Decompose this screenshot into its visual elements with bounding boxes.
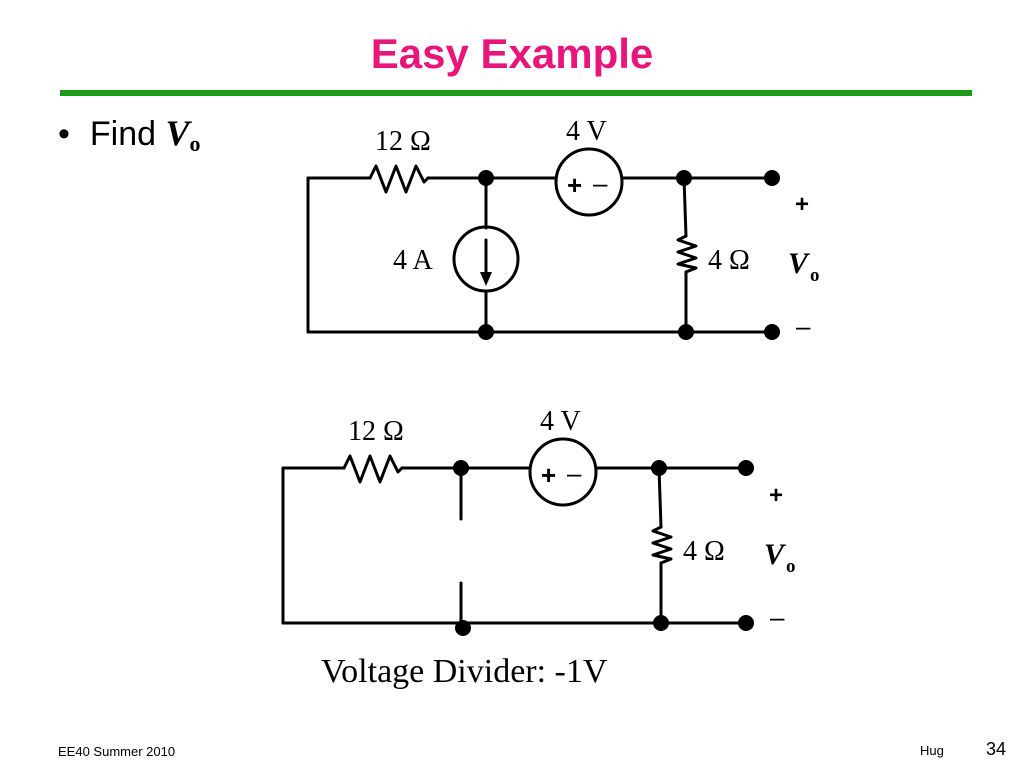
- c2-vs-plus: +: [541, 460, 556, 490]
- c2-resistor-12ohm: [342, 454, 404, 484]
- c1-terminal-top: [764, 170, 780, 186]
- c1-out-sub: o: [810, 265, 820, 286]
- c2-out-var: V: [764, 538, 787, 571]
- bullet-find-vo: • Find Vo: [58, 112, 201, 157]
- footer-author: Hug: [920, 743, 944, 758]
- c1-out-minus: –: [796, 311, 811, 341]
- c2-out-sub: o: [786, 556, 796, 577]
- c2-terminal-bottom: [738, 615, 754, 631]
- c2-label-r1: 12 Ω: [348, 416, 404, 447]
- c1-current-arrow-head: [480, 272, 492, 286]
- c1-label-vs: 4 V: [566, 116, 607, 147]
- c2-terminal-top: [738, 460, 754, 476]
- c1-node-top-left: [478, 170, 494, 186]
- circuit-2-fills: [453, 460, 754, 636]
- bullet-variable: V: [165, 113, 190, 153]
- circuit-1: [306, 147, 774, 334]
- c2-vs-minus: –: [567, 458, 582, 488]
- c1-vs-plus: +: [567, 170, 582, 200]
- circuit-2-labels: 12 Ω 4 V + – 4 Ω + V o –: [348, 406, 796, 632]
- bullet-text: Find: [89, 115, 166, 153]
- circuit-1-labels: 12 Ω 4 V + – 4 A 4 Ω + V o –: [375, 116, 820, 341]
- c2-resistor-4ohm: [651, 525, 673, 565]
- c1-node-bottom-left: [478, 324, 494, 340]
- c1-label-is: 4 A: [393, 245, 433, 276]
- slide-title: Easy Example: [370, 30, 654, 77]
- c1-label-r2: 4 Ω: [708, 245, 750, 276]
- c1-node-top-right: [676, 170, 692, 186]
- c1-out-plus: +: [795, 191, 809, 218]
- footer-course: EE40 Summer 2010: [58, 744, 176, 759]
- c2-label-vs: 4 V: [540, 406, 581, 437]
- c1-wire-r2-top: [682, 176, 688, 238]
- circuit-2: [281, 437, 748, 625]
- c1-voltage-source: [554, 147, 624, 217]
- c2-node-bottom-right: [653, 615, 669, 631]
- c1-terminal-bottom: [764, 324, 780, 340]
- bullet-symbol: •: [58, 115, 70, 153]
- bullet-subscript: o: [189, 131, 201, 156]
- c2-node-top-left: [453, 460, 469, 476]
- c2-wire-r2-top: [657, 466, 663, 529]
- c2-voltage-source: [528, 437, 598, 507]
- c1-vs-minus: –: [593, 168, 608, 198]
- c1-resistor-12ohm: [368, 164, 430, 194]
- footer-page-number: 34: [986, 739, 1007, 759]
- c2-label-r2: 4 Ω: [683, 536, 725, 567]
- caption-voltage-divider: Voltage Divider: -1V: [321, 653, 608, 690]
- c2-out-plus: +: [769, 482, 783, 509]
- c2-out-minus: –: [770, 602, 785, 632]
- c1-label-r1: 12 Ω: [375, 126, 431, 157]
- c1-resistor-4ohm: [676, 234, 698, 274]
- c2-node-top-right: [651, 460, 667, 476]
- circuit-1-fills: [478, 170, 780, 340]
- c1-out-var: V: [788, 247, 811, 280]
- c1-node-bottom-right: [678, 324, 694, 340]
- c2-node-bottom-left: [455, 620, 471, 636]
- title-underline: [60, 90, 972, 96]
